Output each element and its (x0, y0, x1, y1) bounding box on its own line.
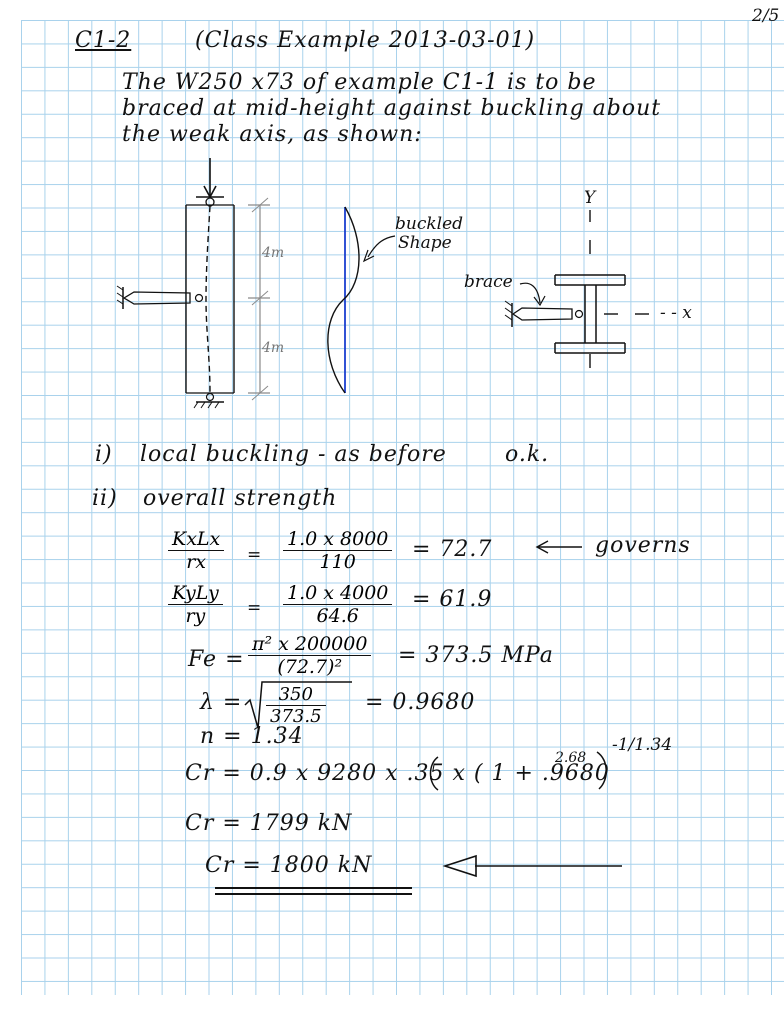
governs-note: governs (595, 533, 691, 558)
bottom-dimension-label: 4m (262, 340, 285, 356)
page-number: 2/5 (752, 6, 780, 26)
check-i-text: local buckling - as before (140, 442, 447, 467)
kx-rhs-numerator: 1.0 x 8000 (283, 528, 393, 551)
cr-outer-exponent: -1/1.34 (612, 735, 673, 755)
ky-lhs-numerator: KyLy (168, 582, 223, 605)
kx-result: = 72.7 (412, 537, 493, 562)
lambda-lhs: λ = (200, 690, 243, 715)
kx-lhs-denominator: rx (186, 551, 207, 573)
check-i-marker: i) (95, 442, 113, 467)
ky-result: = 61.9 (412, 587, 493, 612)
cr-inner-exponent: 2.68 (555, 750, 587, 766)
intro-line-3: the weak axis, as shown: (122, 122, 423, 147)
equals-sign: = (247, 598, 262, 618)
ky-rhs-fraction: 1.0 x 4000 64.6 (283, 582, 393, 627)
fe-fraction: π² x 200000 (72.7)² (248, 633, 372, 678)
lambda-fraction: 350 373.5 (266, 684, 326, 727)
cr-value: Cr = 1799 kN (185, 811, 353, 836)
example-subtitle: (Class Example 2013-03-01) (195, 28, 536, 53)
check-i-result: o.k. (505, 442, 550, 467)
y-axis-label: Y (584, 188, 596, 208)
lambda-denominator: 373.5 (270, 706, 322, 727)
brace-label: brace (464, 272, 513, 292)
kx-rhs-denominator: 110 (319, 551, 356, 573)
check-ii-text: overall strength (143, 486, 338, 511)
top-dimension-label: 4m (262, 245, 285, 261)
ky-rhs-numerator: 1.0 x 4000 (283, 582, 393, 605)
kx-rhs-fraction: 1.0 x 8000 110 (283, 528, 393, 573)
fe-numerator: π² x 200000 (248, 633, 372, 656)
ky-lhs-fraction: KyLy ry (168, 582, 223, 627)
n-value: n = 1.34 (200, 724, 304, 749)
final-underline-1 (215, 887, 412, 889)
ky-lhs-denominator: ry (185, 605, 206, 627)
shape-label: Shape (398, 233, 452, 253)
kx-lhs-numerator: KxLx (168, 528, 225, 551)
fe-lhs: Fe = (188, 647, 245, 672)
kx-lhs-fraction: KxLx rx (168, 528, 225, 573)
ky-rhs-denominator: 64.6 (316, 605, 359, 627)
intro-line-2: braced at mid-height against buckling ab… (122, 96, 662, 121)
x-axis-label: - - x (660, 303, 692, 323)
lambda-result: = 0.9680 (365, 690, 476, 715)
buckled-label: buckled (395, 214, 464, 234)
graph-paper-grid (21, 20, 784, 995)
cr-final: Cr = 1800 kN (205, 853, 373, 878)
intro-line-1: The W250 x73 of example C1-1 is to be (122, 70, 597, 95)
equals-sign: = (247, 545, 262, 565)
example-code: C1-2 (75, 28, 132, 53)
check-ii-marker: ii) (92, 486, 118, 511)
final-underline-2 (215, 893, 412, 895)
cr-equation: Cr = 0.9 x 9280 x .35 x ( 1 + .9680 (185, 761, 610, 786)
fe-result: = 373.5 MPa (398, 643, 554, 668)
lambda-numerator: 350 (266, 684, 326, 706)
fe-denominator: (72.7)² (277, 656, 343, 678)
